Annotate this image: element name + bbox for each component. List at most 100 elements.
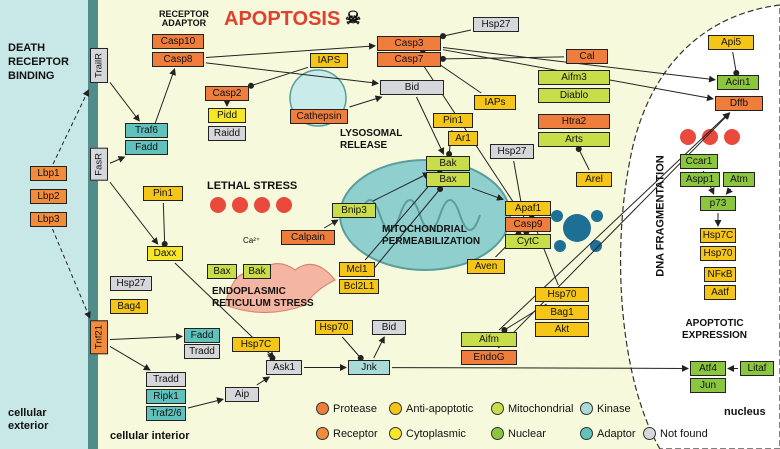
edge-lbp3-tnf21 bbox=[52, 228, 91, 319]
node-atm: Atm bbox=[723, 172, 755, 187]
edge-bnip3-bak1 bbox=[372, 172, 430, 202]
node-hsp27c: Hsp27 bbox=[490, 144, 534, 159]
legend-swatch bbox=[316, 427, 329, 440]
legend-label: Kinase bbox=[597, 402, 631, 415]
node-dffb: Dffb bbox=[715, 96, 763, 111]
legend-label: Nuclear bbox=[508, 427, 546, 440]
legend-swatch bbox=[491, 427, 504, 440]
node-p73: p73 bbox=[700, 196, 736, 211]
edge-aip-ask1 bbox=[256, 376, 271, 386]
node-iaps2: IAPs bbox=[474, 95, 516, 110]
node-fasr: FasR bbox=[90, 148, 108, 181]
node-bag1: Bag1 bbox=[535, 305, 589, 320]
node-arel: Arel bbox=[576, 172, 612, 187]
legend-label: Not found bbox=[660, 427, 708, 440]
legend-label: Anti-apoptotic bbox=[406, 402, 474, 415]
edge-jnk-bid2 bbox=[373, 336, 385, 359]
edge-fasr-daxx bbox=[109, 181, 159, 245]
legend-item: Adaptor bbox=[580, 427, 636, 440]
node-bnip3: Bnip3 bbox=[332, 203, 376, 218]
edge-hsp70a-jnk bbox=[341, 336, 364, 361]
legend-swatch bbox=[316, 402, 329, 415]
node-htra2: Htra2 bbox=[538, 114, 610, 129]
legend-item: Anti-apoptotic bbox=[389, 402, 473, 415]
node-casp7: Casp7 bbox=[377, 52, 441, 67]
node-litaf: Litaf bbox=[740, 361, 774, 376]
node-pin1b: Pin1 bbox=[433, 113, 473, 128]
node-hsp7ca: Hsp7C bbox=[232, 337, 280, 352]
node-iaps1: IAPS bbox=[310, 53, 348, 68]
legend-label: Mitochondrial bbox=[508, 402, 574, 415]
legend-label: Receptor bbox=[333, 427, 378, 440]
node-cal: Cal bbox=[566, 49, 608, 64]
mitochondrion-cristae bbox=[359, 199, 481, 231]
legend-label: Adaptor bbox=[597, 427, 636, 440]
node-bak1: Bak bbox=[426, 156, 470, 171]
nucleus-label: nucleus bbox=[724, 406, 766, 418]
node-hsp27a: Hsp27 bbox=[110, 276, 152, 291]
node-bak2: Bak bbox=[243, 264, 271, 279]
edge-iaps1-casp2 bbox=[248, 66, 309, 89]
node-ccar1: Ccar1 bbox=[680, 154, 718, 169]
node-raidd: Raidd bbox=[208, 126, 246, 141]
cellular-exterior-label: cellular exterior bbox=[8, 407, 49, 433]
lethal-stress-label: LETHAL STRESS bbox=[207, 180, 298, 192]
node-aifm3: Aifm3 bbox=[538, 70, 610, 85]
node-lbp2: Lbp2 bbox=[30, 189, 67, 204]
edge-cal-casp7 bbox=[440, 55, 565, 62]
legend-swatch bbox=[580, 402, 593, 415]
er-stress-label: ENDOPLASMIC RETICULUM STRESS bbox=[212, 286, 314, 309]
mitochondrial-permeabilization-label: MITOCHONDRIAL PERMEABILIZATION bbox=[382, 224, 481, 247]
node-fadd2: Fadd bbox=[184, 328, 220, 343]
receptor-adaptor-label: RECEPTOR ADAPTOR bbox=[159, 9, 209, 29]
apoptotic-expression-label: APOPTOTIC EXPRESSION bbox=[682, 318, 748, 341]
edge-casp8-bid1 bbox=[205, 62, 379, 87]
legend-label: Cytoplasmic bbox=[406, 427, 466, 440]
edge-tnf21-fadd2 bbox=[109, 333, 183, 341]
edge-trailr-traf6 bbox=[109, 82, 140, 122]
legend-swatch bbox=[643, 427, 656, 440]
node-traf6: Traf6 bbox=[125, 123, 168, 138]
node-casp8: Casp8 bbox=[152, 52, 204, 67]
lightning-icons-nucleus bbox=[680, 129, 740, 145]
legend-item: Protease bbox=[316, 402, 377, 415]
edge-bcl2l1-bax1 bbox=[366, 186, 444, 278]
edge-pin1a-daxx bbox=[161, 202, 168, 247]
legend-swatch bbox=[580, 427, 593, 440]
node-endog: EndoG bbox=[461, 350, 517, 365]
edge-casp8-casp3 bbox=[205, 42, 376, 59]
node-cytc: CytC bbox=[505, 234, 551, 249]
node-casp2: Casp2 bbox=[205, 86, 249, 101]
cell-membrane bbox=[88, 0, 98, 449]
edge-bax1-apaf1 bbox=[471, 187, 504, 201]
node-hsp70b: Hsp70 bbox=[535, 287, 589, 302]
edge-traf26-aip bbox=[187, 397, 224, 409]
edge-fasr-fadd1 bbox=[109, 156, 126, 164]
node-bax1: Bax bbox=[426, 172, 470, 187]
dna-fragmentation-label: DNA FRAGMENTATION bbox=[654, 155, 667, 277]
node-casp3: Casp3 bbox=[377, 36, 441, 51]
node-aatf: Aatf bbox=[704, 285, 736, 300]
node-apaf1: Apaf1 bbox=[505, 201, 551, 216]
edge-tnf21-tradd2 bbox=[109, 346, 151, 371]
legend-label: Protease bbox=[333, 402, 378, 415]
node-bag4: Bag4 bbox=[110, 299, 148, 314]
edge-cathepsin-bid1 bbox=[349, 95, 383, 108]
title-label: APOPTOSIS bbox=[224, 8, 341, 30]
node-hsp70a: Hsp70 bbox=[315, 320, 353, 335]
edge-bid1-bak1 bbox=[416, 96, 445, 155]
node-casp10: Casp10 bbox=[152, 34, 204, 49]
node-acin1: Acin1 bbox=[717, 75, 759, 90]
node-daxx: Daxx bbox=[147, 246, 183, 261]
node-aip: Aip bbox=[225, 387, 259, 402]
edge-hsp27b-casp3 bbox=[440, 29, 472, 40]
node-tnf21: Tnf21 bbox=[90, 320, 108, 355]
node-tradd1: Tradd bbox=[184, 344, 220, 359]
node-aven: Aven bbox=[467, 259, 505, 274]
edge-atm-p73 bbox=[725, 187, 733, 195]
node-bid1: Bid bbox=[380, 80, 444, 95]
node-mcl1: Mcl1 bbox=[339, 262, 375, 277]
edge-hsp7ca-ask1 bbox=[267, 353, 276, 361]
node-ask1: Ask1 bbox=[266, 360, 302, 375]
